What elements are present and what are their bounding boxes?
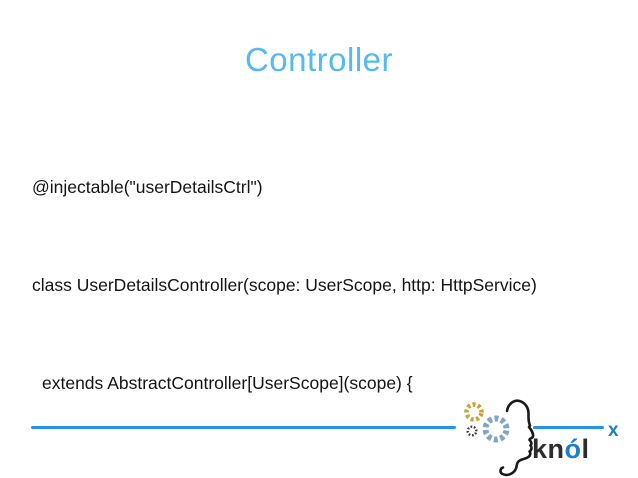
code-line: extends AbstractController[UserScope](sc… [42, 372, 413, 393]
slide-title: Controller [244, 41, 394, 78]
divider-line-right [533, 426, 604, 429]
logo-wordmark: knól [532, 436, 590, 463]
knolx-logo-graphic [464, 399, 535, 477]
gear-icon-blue [482, 415, 510, 443]
code-block: @injectable("userDetailsCtrl") class Use… [32, 106, 628, 478]
code-line: @injectable("userDetailsCtrl") [32, 177, 263, 198]
divider-line-left [31, 426, 456, 429]
face-profile-icon [499, 399, 535, 477]
gear-icon-small-dark [466, 425, 478, 437]
logo-text-l: l [581, 434, 590, 464]
logo-superscript-x: x [608, 420, 619, 441]
logo-text-kn: kn [532, 434, 565, 464]
logo-text-o-accent: ó [564, 434, 582, 464]
code-line: class UserDetailsController(scope: UserS… [32, 274, 537, 295]
gear-icon-yellow [464, 402, 484, 422]
